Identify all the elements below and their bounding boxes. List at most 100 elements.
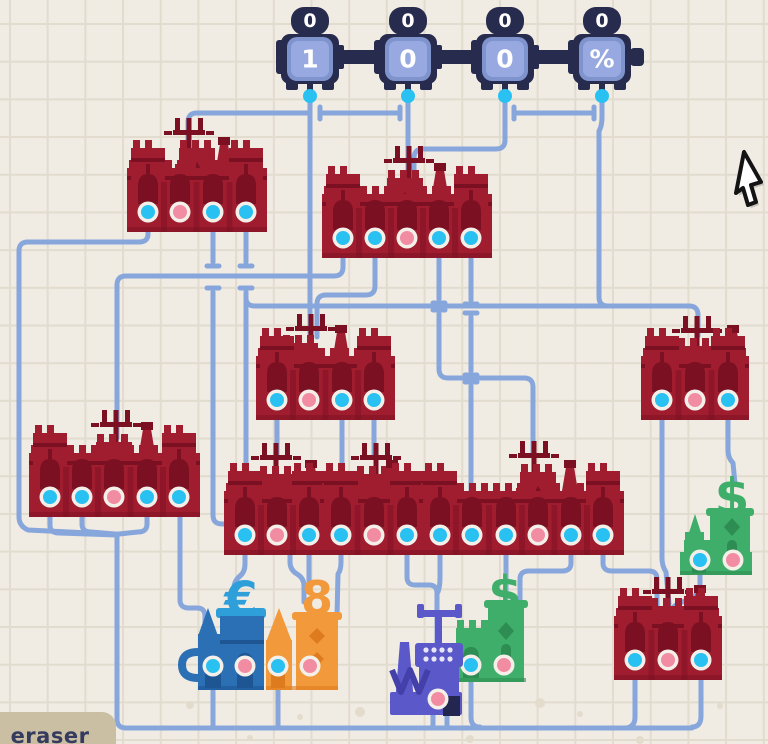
socket-blue[interactable] (330, 524, 352, 546)
svg-text:0: 0 (399, 45, 416, 74)
buildings-layer: €8 $ $ (29, 118, 754, 716)
wire[interactable] (623, 657, 638, 731)
wire[interactable] (314, 237, 378, 340)
building-building-dollar[interactable]: $ (454, 566, 528, 682)
socket-blue[interactable] (461, 524, 483, 546)
socket-blue[interactable] (168, 486, 190, 508)
socket-blue[interactable] (332, 227, 354, 249)
socket-pink[interactable] (169, 201, 191, 223)
socket-blue[interactable] (460, 227, 482, 249)
building-castle-row-a[interactable] (224, 443, 330, 555)
wire[interactable] (725, 397, 738, 487)
building-castle-left[interactable] (29, 410, 200, 517)
wire[interactable] (689, 657, 704, 730)
building-castle-bottom-right[interactable] (614, 577, 722, 680)
wire[interactable] (435, 532, 443, 595)
socket-blue[interactable] (560, 524, 582, 546)
socket-blue[interactable] (234, 524, 256, 546)
socket-blue[interactable] (592, 524, 614, 546)
counter-unit[interactable]: 00 (374, 7, 437, 92)
wire[interactable] (231, 532, 248, 605)
wire[interactable] (114, 531, 695, 731)
wire[interactable] (114, 237, 346, 441)
wire[interactable] (16, 209, 151, 537)
wire[interactable] (334, 532, 344, 619)
building-castle-top-mid[interactable] (322, 146, 492, 258)
wire[interactable] (600, 532, 660, 621)
socket-blue[interactable] (717, 389, 739, 411)
socket-pink[interactable] (396, 227, 418, 249)
eraser-button[interactable]: eraser (0, 712, 116, 744)
building-castle-right[interactable] (641, 316, 749, 420)
wire-node[interactable] (303, 89, 317, 103)
socket-blue[interactable] (235, 201, 257, 223)
socket-blue[interactable] (39, 486, 61, 508)
wire[interactable] (47, 496, 120, 538)
wire-node[interactable] (498, 89, 512, 103)
socket-pink[interactable] (103, 486, 125, 508)
socket-blue[interactable] (495, 524, 517, 546)
socket-pink[interactable] (527, 524, 549, 546)
socket-pink[interactable] (657, 649, 679, 671)
counter-unit[interactable]: 01 (276, 7, 339, 92)
socket-blue[interactable] (267, 655, 289, 677)
socket-blue[interactable] (331, 389, 353, 411)
socket-pink[interactable] (234, 655, 256, 677)
wire[interactable] (659, 397, 672, 607)
building-building-factory[interactable] (389, 604, 463, 716)
socket-pink[interactable] (363, 524, 385, 546)
socket-pink[interactable] (493, 654, 515, 676)
socket-blue[interactable] (690, 649, 712, 671)
building-castle-row-c[interactable] (419, 441, 624, 555)
wire[interactable] (468, 663, 483, 730)
socket-blue[interactable] (651, 389, 673, 411)
socket-pink[interactable] (722, 549, 744, 571)
wire[interactable] (79, 496, 118, 537)
socket-blue[interactable] (460, 654, 482, 676)
svg-text:1: 1 (301, 45, 318, 74)
socket-blue[interactable] (624, 649, 646, 671)
socket-blue[interactable] (136, 486, 158, 508)
building-building-euro[interactable]: € (177, 572, 266, 690)
counter-unit[interactable]: 0% (568, 7, 631, 92)
wire[interactable] (177, 496, 208, 637)
building-building-hook[interactable]: $ (680, 468, 754, 575)
socket-pink[interactable] (266, 524, 288, 546)
socket-blue[interactable] (363, 389, 385, 411)
wire-node[interactable] (401, 89, 415, 103)
eraser-button-label: eraser (10, 724, 90, 744)
socket-blue[interactable] (202, 655, 224, 677)
building-building-eight[interactable]: 8 (266, 571, 342, 690)
wire[interactable] (596, 96, 701, 339)
wire-node[interactable] (595, 89, 609, 103)
socket-pink[interactable] (299, 655, 321, 677)
socket-pink[interactable] (298, 389, 320, 411)
building-castle-row-b[interactable] (320, 443, 428, 555)
mouse-cursor (734, 150, 764, 208)
wire[interactable] (243, 295, 692, 309)
wire[interactable] (436, 311, 536, 458)
svg-text:%: % (589, 45, 614, 74)
socket-blue[interactable] (364, 227, 386, 249)
socket-blue[interactable] (298, 524, 320, 546)
socket-blue[interactable] (71, 486, 93, 508)
socket-blue[interactable] (396, 524, 418, 546)
socket-blue[interactable] (429, 524, 451, 546)
building-castle-mid[interactable] (256, 314, 395, 420)
svg-text:0: 0 (303, 10, 316, 32)
wire-layer (16, 96, 738, 731)
counter-unit[interactable]: 00 (471, 7, 534, 92)
socket-blue[interactable] (202, 201, 224, 223)
socket-blue[interactable] (428, 227, 450, 249)
svg-text:0: 0 (496, 45, 513, 74)
socket-blue[interactable] (689, 549, 711, 571)
socket-pink[interactable] (427, 688, 449, 710)
building-castle-top-left[interactable] (127, 118, 267, 232)
socket-pink[interactable] (684, 389, 706, 411)
wire[interactable] (517, 532, 574, 603)
socket-blue[interactable] (137, 201, 159, 223)
wire[interactable] (411, 96, 508, 217)
wire[interactable] (116, 496, 150, 537)
socket-blue[interactable] (266, 389, 288, 411)
